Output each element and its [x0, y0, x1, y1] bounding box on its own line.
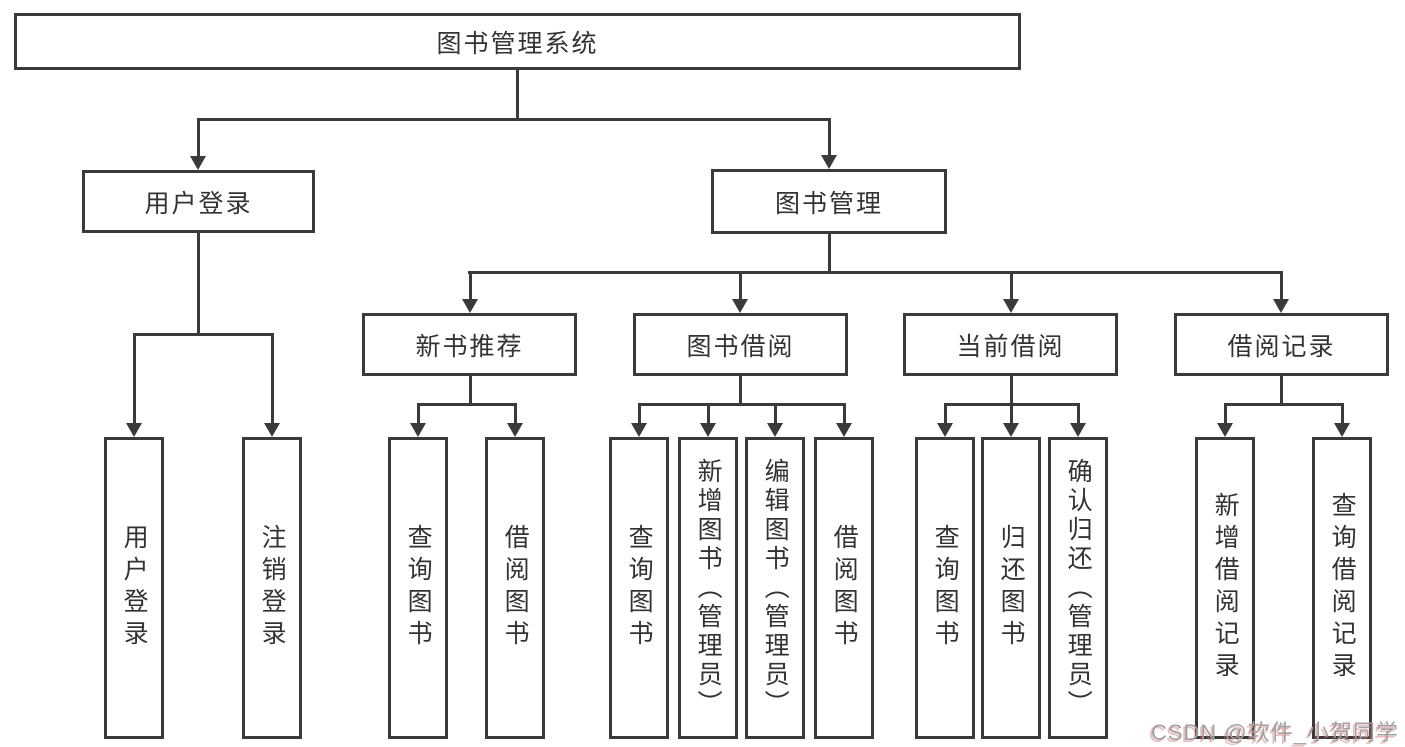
node-new-book-recommend-label: 新书推荐 [415, 332, 524, 361]
arrow-down-icon-leaf-user-login [126, 423, 142, 437]
connector-drop-borrow-borrow [843, 403, 846, 425]
connector-book-borrow-stem [739, 376, 742, 406]
leaf-records-add-record-label: 新增借阅记录 [1211, 492, 1240, 684]
leaf-borrow-borrow-book-label: 借阅图书 [830, 524, 859, 652]
connector-drop-current-query [944, 403, 947, 425]
connector-drop-recommend-query [417, 403, 420, 425]
connector-new-book-recommend-stem [469, 376, 472, 406]
arrow-down-icon-borrow-edit [767, 423, 783, 437]
arrow-down-icon-recommend-borrow [507, 423, 523, 437]
connector-drop-book-borrow [739, 271, 742, 301]
leaf-borrow-query-book: 查询图书 [609, 437, 669, 739]
arrow-down-icon-borrow-query [631, 423, 647, 437]
connector-new-book-recommend-bar [417, 403, 517, 406]
node-user-login: 用户登录 [82, 170, 315, 233]
leaf-recommend-borrow-book-label: 借阅图书 [501, 524, 530, 652]
connector-drop-leaf-logout [271, 333, 274, 425]
leaf-current-query-book-label: 查询图书 [931, 524, 960, 652]
leaf-recommend-query-book: 查询图书 [388, 437, 448, 739]
csdn-watermark: CSDN @软件_小贺同学 [1150, 720, 1399, 745]
connector-drop-current-confirm [1077, 403, 1080, 425]
leaf-current-confirm-return-admin: 确认归还（管理员） [1048, 437, 1108, 739]
node-book-management-label: 图书管理 [774, 189, 883, 218]
connector-drop-leaf-user-login [133, 333, 136, 425]
node-book-management: 图书管理 [711, 169, 947, 234]
connector-drop-records-add [1224, 403, 1227, 425]
connector-drop-user-login [197, 118, 200, 158]
connector-root-stem [516, 70, 519, 120]
leaf-user-login: 用户登录 [104, 437, 164, 739]
connector-drop-borrow-records [1280, 271, 1283, 301]
arrow-down-icon-borrow-records [1273, 299, 1289, 313]
leaf-current-query-book: 查询图书 [915, 437, 975, 739]
arrow-down-icon-current-borrow [1003, 299, 1019, 313]
leaf-borrow-add-book-admin: 新增图书（管理员） [678, 437, 738, 739]
leaf-current-confirm-return-admin-label: 确认归还（管理员） [1064, 457, 1093, 719]
leaf-borrow-edit-book-admin: 编辑图书（管理员） [745, 437, 805, 739]
leaf-user-login-label: 用户登录 [120, 524, 149, 652]
node-new-book-recommend: 新书推荐 [362, 313, 577, 376]
connector-drop-current-borrow [1010, 271, 1013, 301]
leaf-logout-login: 注销登录 [242, 437, 302, 739]
node-user-login-label: 用户登录 [144, 189, 253, 218]
arrow-down-icon-leaf-logout [264, 423, 280, 437]
node-book-borrow: 图书借阅 [633, 313, 848, 376]
node-root-library-management-system: 图书管理系统 [14, 13, 1021, 70]
connector-level1-bar [197, 118, 831, 121]
connector-book-borrow-bar [638, 403, 846, 406]
node-borrow-records: 借阅记录 [1174, 313, 1389, 376]
leaf-borrow-add-book-admin-label: 新增图书（管理员） [694, 457, 723, 719]
connector-drop-borrow-edit [774, 403, 777, 425]
arrow-down-icon-current-confirm [1070, 423, 1086, 437]
arrow-down-icon-borrow-add [700, 423, 716, 437]
connector-current-borrow-stem [1010, 376, 1013, 406]
connector-drop-book-management [828, 118, 831, 157]
connector-level2-bar [468, 271, 1283, 274]
connector-drop-borrow-query [638, 403, 641, 425]
arrow-down-icon-current-return [1003, 423, 1019, 437]
leaf-recommend-borrow-book: 借阅图书 [485, 437, 545, 739]
connector-borrow-records-bar [1224, 403, 1344, 406]
arrow-down-icon-records-add [1217, 423, 1233, 437]
connector-drop-records-query [1341, 403, 1344, 425]
arrow-down-icon-user-login [190, 156, 206, 170]
arrow-down-icon-book-borrow [732, 299, 748, 313]
leaf-borrow-edit-book-admin-label: 编辑图书（管理员） [761, 457, 790, 719]
arrow-down-icon-borrow-borrow [836, 423, 852, 437]
connector-drop-borrow-add [707, 403, 710, 425]
arrow-down-icon-new-book-recommend [462, 299, 478, 313]
arrow-down-icon-recommend-query [410, 423, 426, 437]
arrow-down-icon-current-query [937, 423, 953, 437]
leaf-records-query-record-label: 查询借阅记录 [1328, 492, 1357, 684]
connector-user-login-stem [197, 233, 200, 334]
leaf-current-return-book: 归还图书 [981, 437, 1041, 739]
node-root-label: 图书管理系统 [436, 29, 599, 58]
leaf-borrow-query-book-label: 查询图书 [625, 524, 654, 652]
leaf-recommend-query-book-label: 查询图书 [404, 524, 433, 652]
node-book-borrow-label: 图书借阅 [686, 332, 795, 361]
connector-book-management-stem [828, 234, 831, 273]
connector-user-login-bar [133, 333, 274, 336]
node-current-borrow: 当前借阅 [903, 313, 1118, 376]
connector-borrow-records-stem [1280, 376, 1283, 406]
connector-drop-recommend-borrow [514, 403, 517, 425]
leaf-borrow-borrow-book: 借阅图书 [814, 437, 874, 739]
arrow-down-icon-records-query [1334, 423, 1350, 437]
leaf-current-return-book-label: 归还图书 [997, 524, 1026, 652]
leaf-records-add-record: 新增借阅记录 [1195, 437, 1255, 739]
leaf-logout-login-label: 注销登录 [258, 524, 287, 652]
connector-drop-new-book-recommend [469, 271, 472, 301]
leaf-records-query-record: 查询借阅记录 [1312, 437, 1372, 739]
arrow-down-icon-book-management [821, 155, 837, 169]
node-borrow-records-label: 借阅记录 [1227, 332, 1336, 361]
node-current-borrow-label: 当前借阅 [956, 332, 1065, 361]
connector-drop-current-return [1010, 403, 1013, 425]
